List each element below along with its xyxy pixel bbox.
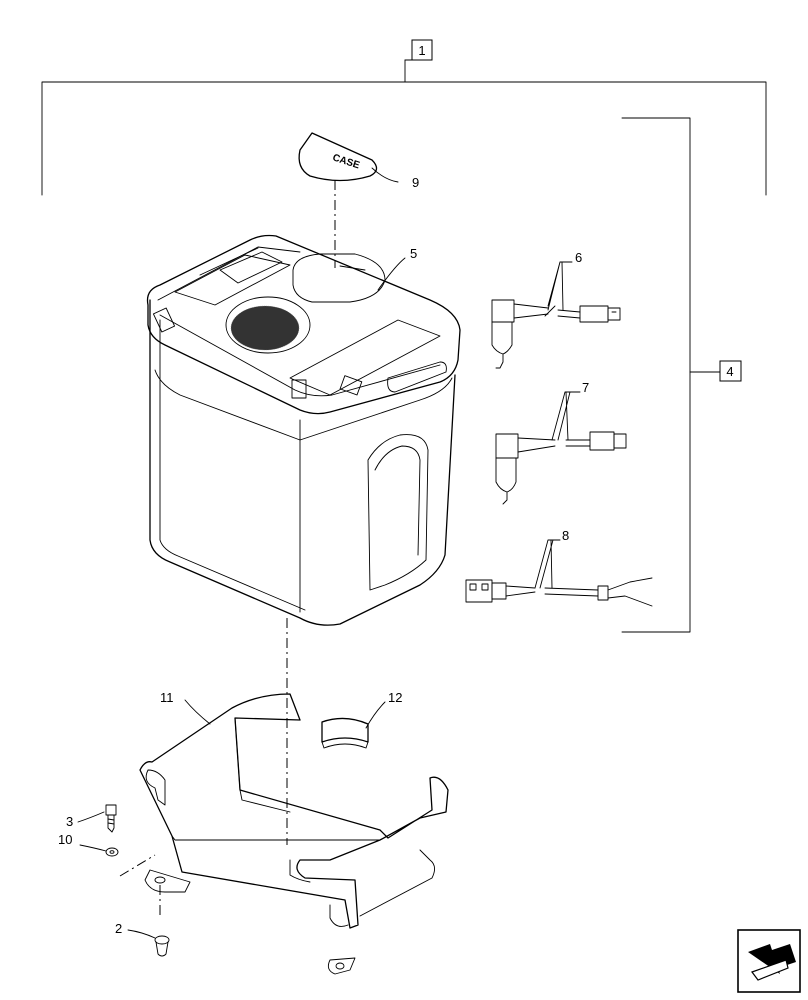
- cable-part-7: [495, 431, 627, 505]
- leader-8: [534, 539, 561, 589]
- pad-part-12: [321, 717, 369, 749]
- callout-8: 8: [562, 528, 569, 543]
- speaker-grille: [231, 306, 299, 350]
- callout-10: 10: [58, 832, 72, 847]
- cable-part-8: [465, 577, 653, 607]
- callout-2: 2: [115, 921, 122, 936]
- callout-3: 3: [66, 814, 73, 829]
- leader-7: [551, 391, 581, 441]
- callout-9: 9: [412, 175, 419, 190]
- callout-12: 12: [388, 690, 402, 705]
- callout-6: 6: [575, 250, 582, 265]
- leader-11: [184, 699, 211, 725]
- callout-7: 7: [582, 380, 589, 395]
- decal-logo: CASE: [331, 152, 361, 171]
- leader-2: [127, 929, 156, 939]
- mounting-bracket-part-11: [119, 693, 449, 975]
- svg-text:4: 4: [726, 364, 733, 379]
- leader-12: [365, 701, 386, 729]
- screw-part-3: [105, 804, 117, 833]
- decal-part-9: CASE: [298, 132, 399, 183]
- bolt-part-2: [154, 935, 170, 957]
- cooler-box-part-5: [146, 234, 461, 626]
- callout-4: 4: [719, 360, 742, 382]
- leader-10: [79, 844, 107, 852]
- callout-5: 5: [410, 246, 417, 261]
- callout-11: 11: [160, 690, 174, 705]
- return-arrow-icon[interactable]: [737, 929, 801, 993]
- washer-part-10: [105, 847, 119, 857]
- assembly-bracket-1: [41, 59, 767, 196]
- cable-part-6: [491, 299, 621, 369]
- assembly-bracket-4: [621, 117, 721, 633]
- leader-5: [377, 257, 406, 291]
- svg-text:1: 1: [418, 43, 425, 58]
- leader-6: [547, 261, 573, 311]
- callout-1: 1: [411, 39, 433, 61]
- leader-3: [77, 811, 105, 823]
